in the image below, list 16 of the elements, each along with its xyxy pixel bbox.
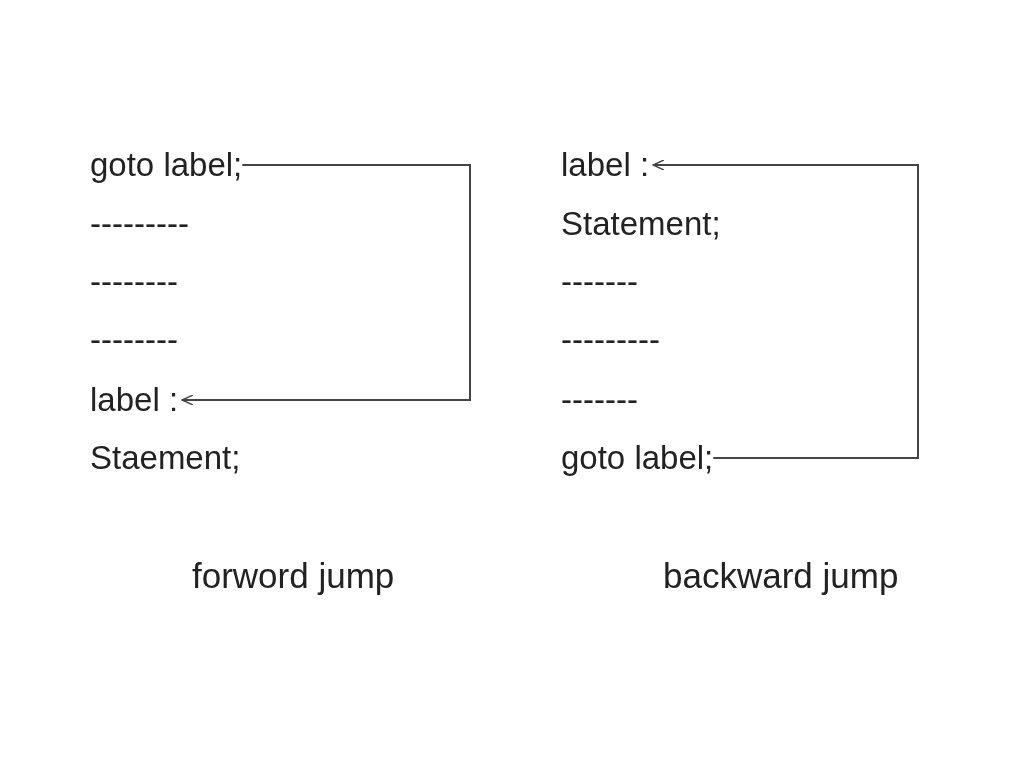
arrow	[181, 164, 471, 406]
caption: forword jump	[192, 556, 395, 596]
code-line: label :	[90, 380, 179, 420]
caption: backward jump	[663, 556, 899, 596]
dash-line: ---------	[561, 320, 660, 360]
code-line: Statement;	[561, 204, 721, 244]
dash-line: --------	[90, 320, 178, 360]
code-line: Staement;	[90, 438, 241, 478]
dash-line: --------	[90, 262, 178, 302]
dash-line: -------	[561, 380, 638, 420]
arrow	[652, 159, 919, 459]
dash-line: -------	[561, 262, 638, 302]
code-line: goto label;	[90, 145, 243, 185]
code-line: label :	[561, 145, 650, 185]
dash-line: ---------	[90, 204, 189, 244]
code-line: goto label;	[561, 438, 714, 478]
